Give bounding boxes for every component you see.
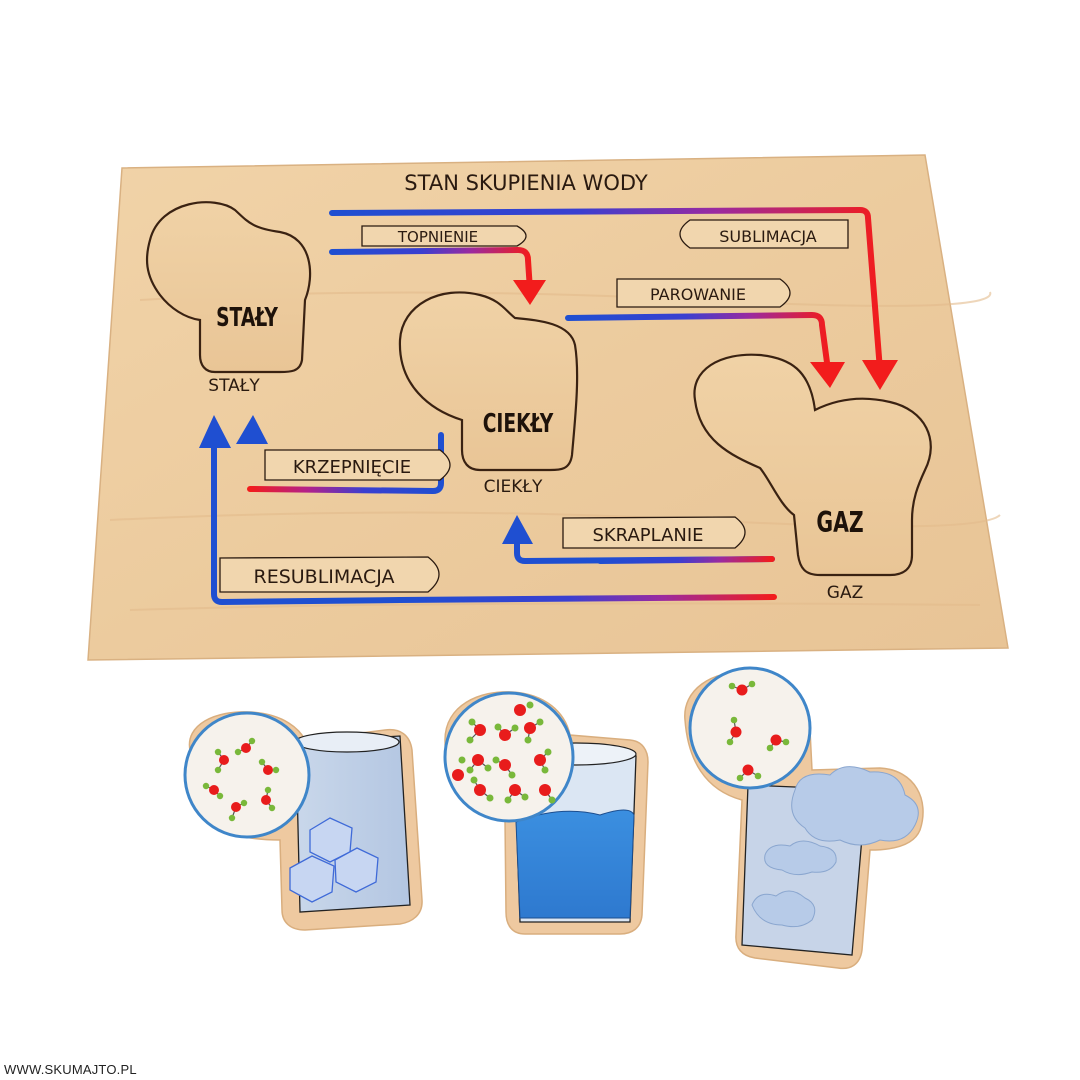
tag-parowanie-label: PAROWANIE bbox=[650, 285, 746, 304]
tag-sublimacja[interactable]: SUBLIMACJA bbox=[679, 219, 849, 249]
slot-ciekly[interactable]: CIEKŁY bbox=[398, 291, 579, 472]
molecules-icon bbox=[202, 737, 280, 822]
molecule-lens-solid bbox=[183, 711, 311, 839]
tag-parowanie[interactable]: PAROWANIE bbox=[616, 278, 791, 308]
board-title: STAN SKUPIENIA WODY bbox=[404, 171, 648, 195]
tag-topnienie[interactable]: TOPNIENIE bbox=[361, 225, 527, 247]
arrow-sublimacja bbox=[329, 206, 898, 390]
tag-krzepniecie[interactable]: KRZEPNIĘCIE bbox=[264, 449, 451, 481]
molecules-icon bbox=[726, 680, 790, 782]
arrow-krzepniecie bbox=[236, 415, 444, 495]
tag-krzepniecie-label: KRZEPNIĘCIE bbox=[293, 457, 411, 478]
caption-ciekly: CIEKŁY bbox=[484, 477, 543, 497]
slot-staly[interactable]: STAŁY bbox=[145, 201, 312, 374]
steam-clouds-icon bbox=[751, 766, 919, 928]
watermark: WWW.SKUMAJTO.PL bbox=[4, 1062, 137, 1077]
molecules-icon bbox=[452, 701, 556, 804]
molecule-lens-gas bbox=[688, 666, 812, 790]
slot-label-ciekly: CIEKŁY bbox=[483, 409, 554, 439]
arrow-skraplanie bbox=[502, 515, 775, 565]
arrow-parowanie bbox=[565, 311, 845, 388]
water-icon bbox=[515, 809, 635, 919]
tag-skraplanie[interactable]: SKRAPLANIE bbox=[562, 516, 746, 549]
slot-label-staly: STAŁY bbox=[216, 303, 278, 333]
arrow-topnienie bbox=[329, 246, 546, 305]
slot-label-gaz: GAZ bbox=[816, 506, 863, 539]
ice-cubes-icon bbox=[289, 817, 379, 903]
tag-sublimacja-label: SUBLIMACJA bbox=[719, 227, 817, 246]
piece-solid[interactable] bbox=[183, 711, 423, 931]
arrow-resublimacja bbox=[199, 415, 777, 606]
piece-gas[interactable] bbox=[684, 666, 924, 970]
tag-resublimacja-label: RESUBLIMACJA bbox=[254, 566, 395, 588]
tag-resublimacja[interactable]: RESUBLIMACJA bbox=[219, 556, 440, 593]
tag-topnienie-label: TOPNIENIE bbox=[397, 228, 478, 246]
slot-gaz[interactable]: GAZ bbox=[693, 353, 932, 577]
piece-liquid[interactable] bbox=[443, 691, 649, 935]
caption-gaz: GAZ bbox=[827, 583, 863, 603]
caption-staly: STAŁY bbox=[208, 376, 260, 396]
tag-skraplanie-label: SKRAPLANIE bbox=[592, 525, 703, 546]
